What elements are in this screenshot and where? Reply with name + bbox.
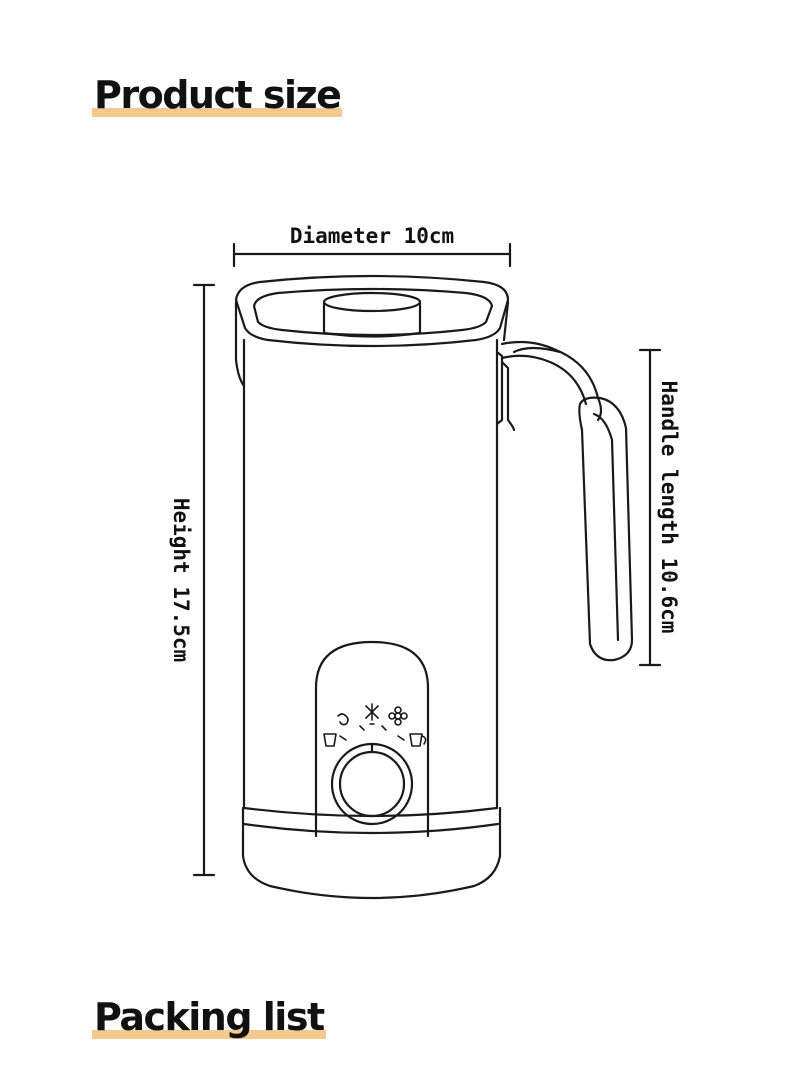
control-panel xyxy=(314,640,430,838)
product-size-heading: Product size xyxy=(92,73,343,117)
hot-milk-icon xyxy=(409,733,423,747)
packing-list-heading: Packing list xyxy=(92,995,326,1039)
frother-handle xyxy=(500,340,634,662)
diameter-dimension: Diameter 10cm xyxy=(232,224,512,268)
diameter-label: Diameter 10cm xyxy=(290,224,454,248)
frother-body xyxy=(242,338,504,810)
fan-icon xyxy=(365,703,379,721)
frother-lid xyxy=(234,274,510,348)
frother-base xyxy=(241,806,502,900)
control-dial[interactable] xyxy=(330,742,414,826)
frother-rim-right xyxy=(502,300,510,342)
handle-length-dimension: Handle length 10.6cm xyxy=(638,348,681,667)
height-dimension: Height 17.5cm xyxy=(169,283,216,877)
frother-spout xyxy=(234,300,246,388)
handle-length-label: Handle length 10.6cm xyxy=(657,381,681,634)
foam-icon-left xyxy=(337,713,349,726)
cup-handle-icon xyxy=(421,735,427,745)
product-size-heading-text: Product size xyxy=(92,73,343,117)
height-label: Height 17.5cm xyxy=(169,498,193,662)
cold-milk-icon xyxy=(323,733,337,747)
mode-icons xyxy=(323,703,427,747)
milk-frother-illustration xyxy=(234,274,634,900)
flower-icon xyxy=(388,706,408,726)
packing-list-heading-text: Packing list xyxy=(92,995,326,1039)
